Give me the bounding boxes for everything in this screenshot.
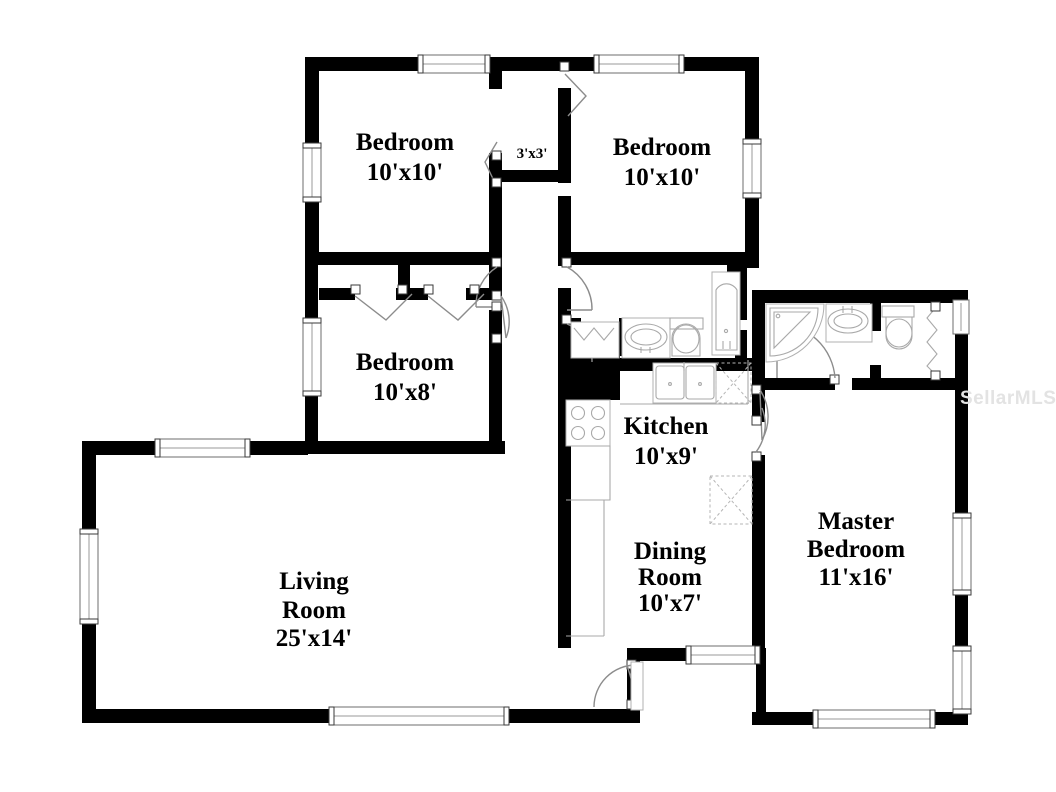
door-bedroom-ne bbox=[561, 257, 593, 311]
door-closet-right-bifold bbox=[423, 284, 485, 321]
label-dining-name1: Dining bbox=[634, 538, 707, 565]
label-master-name1: Master bbox=[818, 508, 894, 535]
hall-bath-tub-icon bbox=[711, 271, 741, 356]
label-dining-name2: Room bbox=[638, 564, 702, 591]
window-north-right bbox=[593, 54, 685, 74]
door-closet-left-bifold bbox=[350, 284, 413, 321]
window-master-south bbox=[812, 709, 936, 729]
label-dining-dim: 10'x7' bbox=[638, 590, 702, 617]
label-living-name1: Living bbox=[279, 568, 349, 595]
kitchen-counter bbox=[620, 360, 749, 405]
hall-bath-toilet-icon bbox=[669, 317, 704, 357]
kitchen-sink-icon bbox=[652, 362, 717, 404]
label-bedroom-w-name: Bedroom bbox=[356, 349, 454, 376]
door-closet-3x3-left bbox=[484, 141, 502, 188]
master-bath-closet-bifold bbox=[926, 301, 941, 381]
label-kitchen-dim: 10'x9' bbox=[634, 443, 698, 470]
kitchen-cooktop-icon bbox=[565, 399, 611, 447]
master-bath-toilet-icon bbox=[881, 305, 915, 350]
room-label-group: Bedroom 10'x10' Bedroom 10'x10' 3'x3' Be… bbox=[276, 129, 905, 652]
watermark-stellar-mls: SellarMLS bbox=[960, 388, 1056, 409]
window-north-left bbox=[417, 54, 491, 74]
fixture-group bbox=[565, 271, 941, 637]
label-master-dim: 11'x16' bbox=[818, 564, 893, 591]
window-east-bedroom-ne bbox=[742, 138, 762, 199]
window-dining-south bbox=[685, 645, 761, 665]
master-bath-vanity-icon bbox=[825, 303, 873, 343]
window-master-east-upper bbox=[952, 512, 972, 596]
label-bedroom-ne-name: Bedroom bbox=[613, 134, 711, 161]
door-front-entry bbox=[593, 659, 644, 711]
door-bedroom-w bbox=[491, 290, 510, 344]
label-living-dim: 25'x14' bbox=[276, 625, 352, 652]
door-kitchen bbox=[751, 407, 766, 462]
label-kitchen-name: Kitchen bbox=[624, 413, 709, 440]
label-master-name2: Bedroom bbox=[807, 536, 905, 563]
label-bedroom-ne-dim: 10'x10' bbox=[624, 164, 700, 191]
window-group bbox=[79, 54, 972, 729]
window-west-bedroom-nw bbox=[302, 142, 322, 203]
hall-linen-closet bbox=[570, 321, 620, 359]
kitchen-lower-cabinets bbox=[566, 445, 611, 637]
kitchen-appliance-refrigerator bbox=[709, 475, 753, 525]
window-west-bedroom-w bbox=[302, 317, 322, 397]
door-group bbox=[350, 61, 840, 711]
kitchen-appliance-dishwasher bbox=[715, 362, 752, 404]
label-bedroom-nw-dim: 10'x10' bbox=[367, 159, 443, 186]
window-living-north bbox=[154, 438, 251, 458]
label-bedroom-w-dim: 10'x8' bbox=[373, 379, 437, 406]
master-bath-shower-icon bbox=[765, 303, 825, 363]
window-living-south bbox=[328, 706, 510, 726]
label-bedroom-nw-name: Bedroom bbox=[356, 129, 454, 156]
window-master-bath-east bbox=[952, 299, 970, 335]
label-closet-3x3: 3'x3' bbox=[517, 146, 548, 162]
hall-bath-sink-icon bbox=[621, 317, 671, 359]
label-living-name2: Room bbox=[282, 597, 346, 624]
window-master-east-lower bbox=[952, 645, 972, 715]
window-living-west bbox=[79, 528, 99, 625]
door-closet-3x3-top bbox=[559, 61, 587, 117]
